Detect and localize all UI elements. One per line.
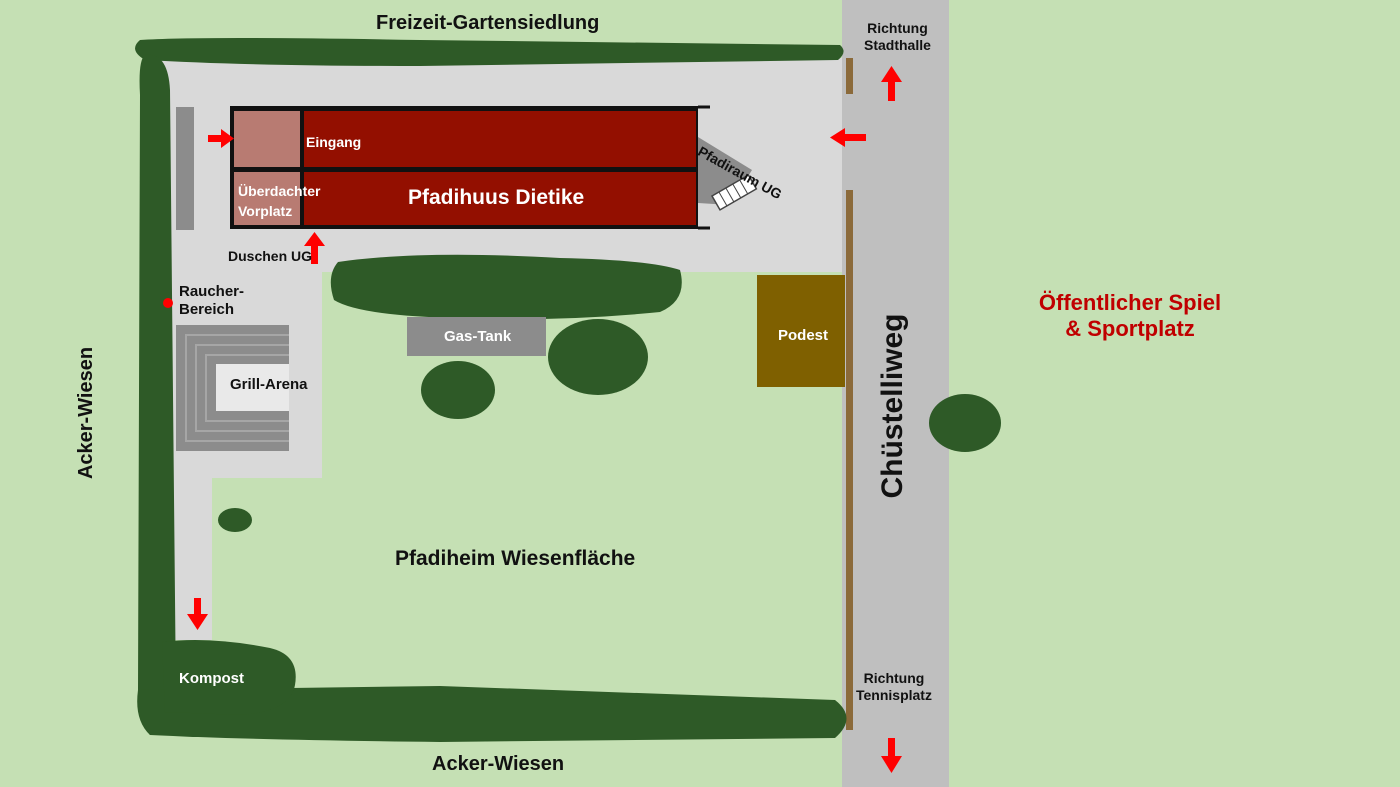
hedge-south	[137, 686, 847, 742]
label-direction-north-line2: Stadthalle	[864, 36, 931, 53]
arrow-up-north-icon	[881, 66, 902, 101]
fence-east	[846, 190, 853, 730]
label-direction-south-line2: Tennisplatz	[856, 686, 932, 703]
stairs-icon	[710, 173, 758, 211]
label-direction-south: Richtung Tennisplatz	[856, 670, 932, 704]
building-top	[304, 111, 696, 167]
raucher-dot	[163, 298, 173, 308]
arrow-down-icon	[187, 598, 208, 630]
bush-sportplatz	[929, 394, 1001, 452]
gastank	[407, 317, 546, 356]
label-vorplatz-line2: Vorplatz	[238, 202, 293, 219]
label-building: Pfadihuus Dietike	[408, 186, 585, 209]
label-wiese: Pfadiheim Wiesenfläche	[395, 547, 636, 570]
label-vorplatz-line1: Überdachter	[238, 183, 321, 199]
grill-step-2	[195, 344, 289, 432]
grill-step-3	[205, 354, 289, 422]
bush-center	[548, 319, 648, 395]
arrow-right-icon	[208, 129, 234, 148]
label-direction-north-line1: Richtung	[867, 20, 928, 36]
label-gastank: Gas-Tank	[444, 328, 512, 345]
kompost-area	[162, 640, 296, 715]
label-direction-north: Richtung Stadthalle	[864, 20, 931, 54]
bush-gastank	[421, 361, 495, 419]
arrow-up-icon	[304, 232, 325, 264]
label-grill: Grill-Arena	[230, 376, 308, 393]
label-sportplatz: Öffentlicher Spiel & Sportplatz	[1039, 290, 1221, 343]
label-podest: Podest	[778, 327, 829, 344]
label-eingang: Eingang	[306, 134, 362, 150]
label-sportplatz-line1: Öffentlicher Spiel	[1038, 290, 1222, 315]
fence-north	[846, 58, 853, 94]
label-vorplatz: Überdachter Vorplatz	[238, 182, 320, 221]
label-north-neighbor: Freizeit-Gartensiedlung	[376, 12, 600, 34]
label-direction-south-line1: Richtung	[863, 670, 925, 686]
vorplatz-top	[234, 111, 300, 167]
label-raucher: Raucher- Bereich	[179, 283, 244, 319]
label-sportplatz-line2: & Sportplatz	[1065, 316, 1195, 342]
grill-step-1	[185, 334, 289, 442]
label-street: Chüstelliweg	[876, 313, 909, 499]
vorplatz-bottom	[234, 172, 300, 225]
bush-small	[218, 508, 252, 532]
hedge-north	[135, 38, 844, 66]
arrow-left-icon	[830, 128, 866, 147]
label-raucher-line1: Raucher-	[179, 283, 245, 300]
arrow-down-south-icon	[881, 738, 902, 773]
grill-center	[216, 364, 289, 411]
label-duschen: Duschen UG	[228, 248, 313, 264]
label-raucher-line2: Bereich	[179, 301, 235, 318]
label-kompost: Kompost	[179, 670, 244, 687]
label-south-neighbor: Acker-Wiesen	[432, 753, 565, 775]
hedge-building	[330, 254, 682, 320]
building-bottom	[304, 172, 696, 225]
podest	[757, 275, 845, 387]
wall-strip	[176, 107, 194, 230]
label-west-neighbor: Acker-Wiesen	[75, 346, 97, 480]
hedge-west	[137, 54, 176, 735]
street-road	[842, 0, 949, 787]
